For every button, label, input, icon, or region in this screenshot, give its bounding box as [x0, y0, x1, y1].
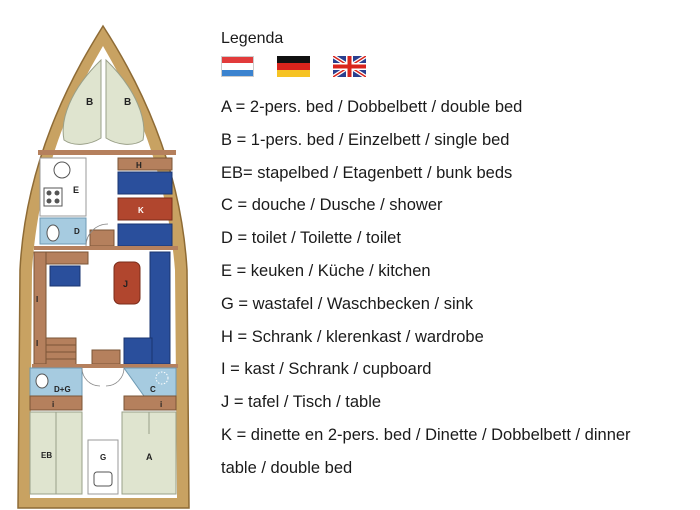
aft-bulkhead — [32, 364, 178, 368]
mid-bulkhead — [34, 246, 178, 250]
starboard-settee — [149, 251, 171, 365]
legend-line-a: A = 2-pers. bed / Dobbelbett / double be… — [221, 98, 523, 116]
nl-flag-icon — [221, 56, 254, 77]
label-c: C — [150, 385, 156, 394]
label-i-lower: I — [36, 339, 38, 348]
shower-head-icon — [155, 371, 169, 385]
de-flag-icon — [277, 56, 310, 77]
legend-line-j: J = tafel / Tisch / table — [221, 393, 382, 412]
legend-line-e: E = keuken / Küche / kitchen — [221, 261, 431, 280]
saloon-counter — [45, 251, 89, 265]
label-i-aft-left: i — [52, 400, 54, 409]
legend-line-k-cont: table / double bed — [221, 458, 353, 477]
label-eb: EB — [41, 451, 52, 460]
legend-line-k: K = dinette en 2-pers. bed / Dinette / D… — [221, 425, 631, 444]
label-d: D — [74, 227, 80, 236]
fore-bulkhead — [38, 150, 176, 155]
door-swing — [81, 367, 101, 387]
settee-corner — [123, 337, 153, 365]
fore-bed-right — [105, 58, 145, 145]
label-d-g: D+G — [54, 385, 71, 394]
uk-flag-icon — [333, 56, 366, 77]
label-e: E — [73, 185, 79, 195]
label-a: A — [146, 452, 153, 462]
steps-aft-right — [91, 349, 121, 365]
stove-icon — [43, 187, 63, 207]
wardrobe — [117, 157, 173, 171]
label-i-upper: I — [36, 295, 38, 304]
fore-bed-left — [62, 58, 102, 145]
legend-line-b: B = 1-pers. bed / Einzelbett / single be… — [221, 130, 510, 149]
saloon-table — [113, 261, 141, 305]
legend-title: Legenda — [221, 30, 284, 47]
legend-line-d: D = toilet / Toilette / toilet — [221, 229, 401, 248]
sink-icon — [53, 161, 71, 179]
burner-icon — [46, 190, 52, 196]
toilet-icon — [46, 224, 60, 242]
legend-line-i: I = kast / Schrank / cupboard — [221, 360, 432, 379]
dinette-seat-bottom — [117, 223, 173, 247]
legend: Legenda A = 2-pers. bed / Dobbelbett / d… — [221, 30, 691, 485]
label-h: H — [136, 161, 142, 170]
legend-line-h: H = Schrank / klerenkast / wardrobe — [221, 327, 484, 346]
burner-icon — [46, 198, 52, 204]
legend-line-g: G = wastafel / Waschbecken / sink — [221, 294, 474, 313]
burner-icon — [54, 198, 60, 204]
label-b-right: B — [124, 97, 131, 108]
saloon-stove — [49, 265, 81, 287]
door-swing — [85, 223, 109, 247]
language-flags — [221, 56, 691, 77]
label-k: K — [138, 206, 144, 215]
boat-floor-plan: B B E H K D I I J D+G C — [17, 24, 190, 509]
dinette-seat-top — [117, 171, 173, 195]
sink-icon — [93, 471, 113, 487]
label-i-aft-right: i — [160, 400, 162, 409]
dinette-table — [117, 197, 173, 221]
label-g: G — [100, 453, 106, 462]
legend-line-c: C = douche / Dusche / shower — [221, 196, 443, 215]
label-b-left: B — [86, 97, 93, 108]
aft-cupboard-left — [29, 395, 83, 411]
steps-forward — [89, 229, 115, 247]
door-swing — [105, 367, 125, 387]
aft-cupboard-right — [123, 395, 177, 411]
legend-line-eb: EB= stapelbed / Etagenbett / bunk beds — [221, 163, 513, 182]
label-j: J — [123, 279, 128, 289]
burner-icon — [54, 190, 60, 196]
toilet-icon — [35, 373, 49, 389]
